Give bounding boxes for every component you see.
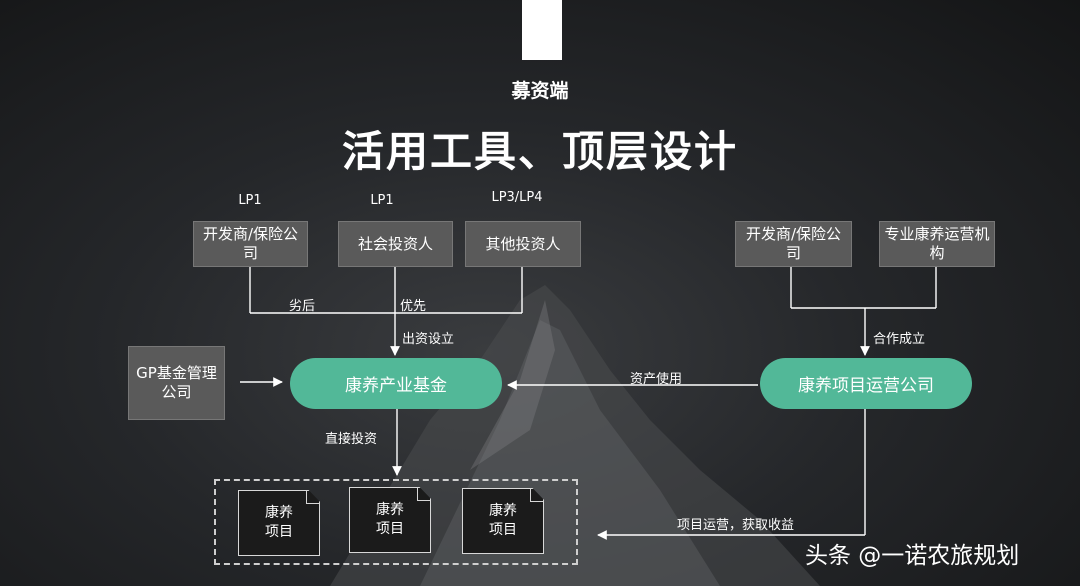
node-social-investor: 社会投资人 [338, 221, 453, 267]
project-card: 康养项目 [462, 488, 544, 554]
lp-label-social: LP1 [370, 193, 394, 208]
edge-label-direct-invest: 直接投资 [325, 432, 378, 447]
project-card: 康养项目 [238, 490, 320, 556]
edge-label-asset-use: 资产使用 [630, 372, 683, 387]
edge-label-capital-setup: 出资设立 [402, 332, 455, 347]
edge-label-partnership: 合作成立 [873, 332, 926, 347]
project-group [214, 479, 578, 565]
lp-label-developer: LP1 [238, 193, 262, 208]
node-right-developer: 开发商/保险公司 [735, 221, 852, 267]
top-accent-bar [522, 0, 562, 60]
edge-label-subordinate: 劣后 [289, 299, 316, 314]
node-gp-manager: GP基金管理公司 [128, 346, 225, 420]
project-card-label: 康养项目 [376, 502, 404, 537]
watermark: 头条 @一诺农旅规划 [805, 543, 1020, 569]
edge-label-project-ops: 项目运营，获取收益 [677, 518, 795, 533]
section-title: 募资端 [511, 80, 569, 102]
project-card: 康养项目 [349, 487, 431, 553]
node-left-developer: 开发商/保险公司 [193, 221, 308, 267]
edge-label-priority: 优先 [400, 299, 427, 314]
project-card-label: 康养项目 [265, 505, 293, 540]
page-title: 活用工具、顶层设计 [341, 127, 738, 176]
node-operating-company: 康养项目运营公司 [760, 358, 972, 409]
project-card-label: 康养项目 [489, 503, 517, 538]
lp-label-other: LP3/LP4 [491, 190, 543, 205]
node-other-investor: 其他投资人 [465, 221, 581, 267]
node-industry-fund: 康养产业基金 [290, 358, 502, 409]
node-operator-org: 专业康养运营机构 [879, 221, 995, 267]
